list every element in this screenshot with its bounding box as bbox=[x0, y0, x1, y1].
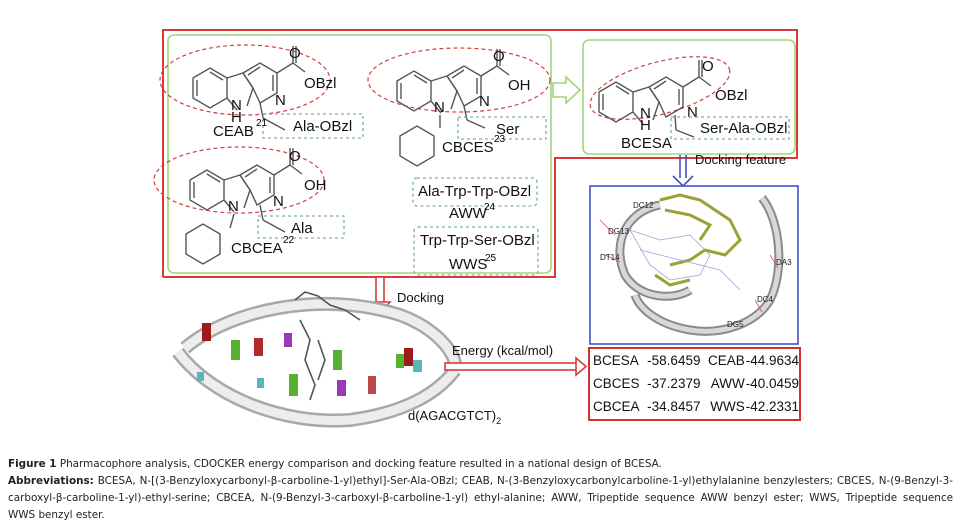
bcesa-ring-n: N bbox=[687, 104, 698, 121]
outer-frame bbox=[162, 29, 798, 278]
energy-name: AWW bbox=[710, 376, 745, 391]
energy-value: -34.8457 bbox=[647, 399, 701, 414]
energy-name: WWS bbox=[710, 399, 745, 414]
dna-complex-image bbox=[172, 291, 462, 428]
cbcea-ref: 22 bbox=[283, 235, 295, 246]
cbcea-nh: N bbox=[228, 198, 239, 215]
ceab-ring-n: N bbox=[275, 92, 286, 109]
molecule-bcesa: OBzl O N N H Ser-Ala-OBzl BCESA bbox=[589, 56, 790, 152]
docking-label: Docking bbox=[397, 290, 444, 305]
energy-label: Energy (kcal/mol) bbox=[452, 343, 553, 358]
energy-value: -40.0459 bbox=[745, 376, 799, 391]
residue-label: DC4 bbox=[757, 295, 774, 304]
ceab-ref: 21 bbox=[256, 118, 268, 129]
bcesa-carbonyl-o: O bbox=[702, 58, 714, 75]
wws-sequence: Trp-Trp-Ser-OBzl bbox=[420, 232, 535, 249]
residue-label: DA3 bbox=[776, 258, 792, 267]
molecule-ceab: OBzl O N N H Ala-OBzl CEAB 21 bbox=[159, 44, 364, 140]
energy-value: -37.2379 bbox=[647, 376, 701, 391]
ceab-nh: N bbox=[231, 97, 242, 114]
ceab-name: CEAB bbox=[213, 123, 254, 140]
energy-value: -42.2331 bbox=[745, 399, 799, 414]
cbces-carbonyl-o: O bbox=[493, 48, 505, 65]
abbreviations: Abbreviations: BCESA, N-[(3-Benzyloxycar… bbox=[8, 473, 953, 524]
ceab-side-chain: Ala-OBzl bbox=[293, 118, 352, 135]
cbces-ref: 23 bbox=[494, 134, 506, 145]
cbces-side-chain: Ser bbox=[496, 121, 519, 138]
bcesa-nh: N bbox=[640, 105, 651, 122]
docking-pose-frame bbox=[589, 185, 799, 345]
ceab-carbonyl-o: O bbox=[289, 45, 301, 62]
peptide-aww: Ala-Trp-Trp-OBzl AWW 24 bbox=[412, 177, 538, 222]
docking-feature-label: Docking feature bbox=[695, 152, 786, 167]
green-arrow bbox=[552, 75, 582, 105]
aww-ref: 24 bbox=[484, 202, 496, 213]
cbcea-ring-n: N bbox=[273, 193, 284, 210]
residue-label: DT14 bbox=[600, 253, 620, 262]
energy-name: CBCEA bbox=[593, 399, 640, 414]
bcesa-frame bbox=[582, 39, 796, 155]
figure-title: Figure 1 Pharmacophore analysis, CDOCKER… bbox=[8, 456, 953, 473]
figure-label: Figure 1 bbox=[8, 458, 57, 470]
bcesa-name: BCESA bbox=[621, 135, 672, 152]
peptide-wws: Trp-Trp-Ser-OBzl WWS 25 bbox=[413, 226, 539, 276]
aww-name: AWW bbox=[449, 205, 488, 222]
energy-row: CBCES -37.2379 AWW -40.0459 bbox=[590, 372, 799, 395]
ceab-h: H bbox=[231, 109, 242, 126]
residue-label: DG13 bbox=[608, 227, 629, 236]
energy-name: CBCES bbox=[593, 376, 640, 391]
pharmacophore-diagram: OBzl O N N H Ala-OBzl CEAB 21 OH O N N S… bbox=[153, 29, 799, 428]
abbreviations-label: Abbreviations: bbox=[8, 475, 94, 487]
figure-text: Pharmacophore analysis, CDOCKER energy c… bbox=[56, 458, 662, 470]
energy-arrow bbox=[444, 356, 588, 377]
figure-caption: Figure 1 Pharmacophore analysis, CDOCKER… bbox=[8, 456, 953, 524]
aww-sequence: Ala-Trp-Trp-OBzl bbox=[418, 183, 531, 200]
bcesa-ester: OBzl bbox=[715, 87, 748, 104]
energy-name: CEAB bbox=[708, 353, 745, 368]
cbces-acid: OH bbox=[508, 77, 531, 94]
energy-name: BCESA bbox=[593, 353, 639, 368]
energy-value: -58.6459 bbox=[647, 353, 701, 368]
cbces-nh: N bbox=[434, 99, 445, 116]
bcesa-side-chain: Ser-Ala-OBzl bbox=[700, 120, 788, 137]
energy-value: -44.9634 bbox=[745, 353, 799, 368]
energy-row: BCESA -58.6459 CEAB -44.9634 bbox=[590, 349, 799, 372]
blue-arrow bbox=[672, 155, 694, 188]
cbcea-side-chain: Ala bbox=[291, 220, 313, 237]
molecule-cbcea: OH O N N Ala CBCEA 22 bbox=[153, 146, 345, 265]
ceab-ester: OBzl bbox=[304, 75, 337, 92]
wws-name: WWS bbox=[449, 256, 487, 273]
bcesa-h: H bbox=[640, 117, 651, 134]
molecule-cbces: OH O N N Ser CBCES 23 bbox=[367, 47, 551, 167]
docking-pose-image: DC12 DG13 DT14 DA3 DC4 DG5 bbox=[599, 193, 792, 336]
pharmacophore-frame bbox=[167, 34, 552, 274]
residue-label: DC12 bbox=[633, 201, 654, 210]
cbcea-acid: OH bbox=[304, 177, 327, 194]
cbces-ring-n: N bbox=[479, 93, 490, 110]
cbcea-name: CBCEA bbox=[231, 240, 283, 257]
residue-label: DG5 bbox=[727, 320, 744, 329]
abbreviations-text: BCESA, N-[(3-Benzyloxycarbonyl-β-carboli… bbox=[8, 475, 953, 521]
energy-row: CBCEA -34.8457 WWS -42.2331 bbox=[590, 395, 799, 418]
energy-table: BCESA -58.6459 CEAB -44.9634 CBCES -37.2… bbox=[588, 347, 801, 421]
dna-label: d(AGACGTCT)2 bbox=[408, 408, 501, 426]
cbcea-carbonyl-o: O bbox=[289, 148, 301, 165]
cbces-name: CBCES bbox=[442, 139, 494, 156]
wws-ref: 25 bbox=[485, 253, 497, 264]
